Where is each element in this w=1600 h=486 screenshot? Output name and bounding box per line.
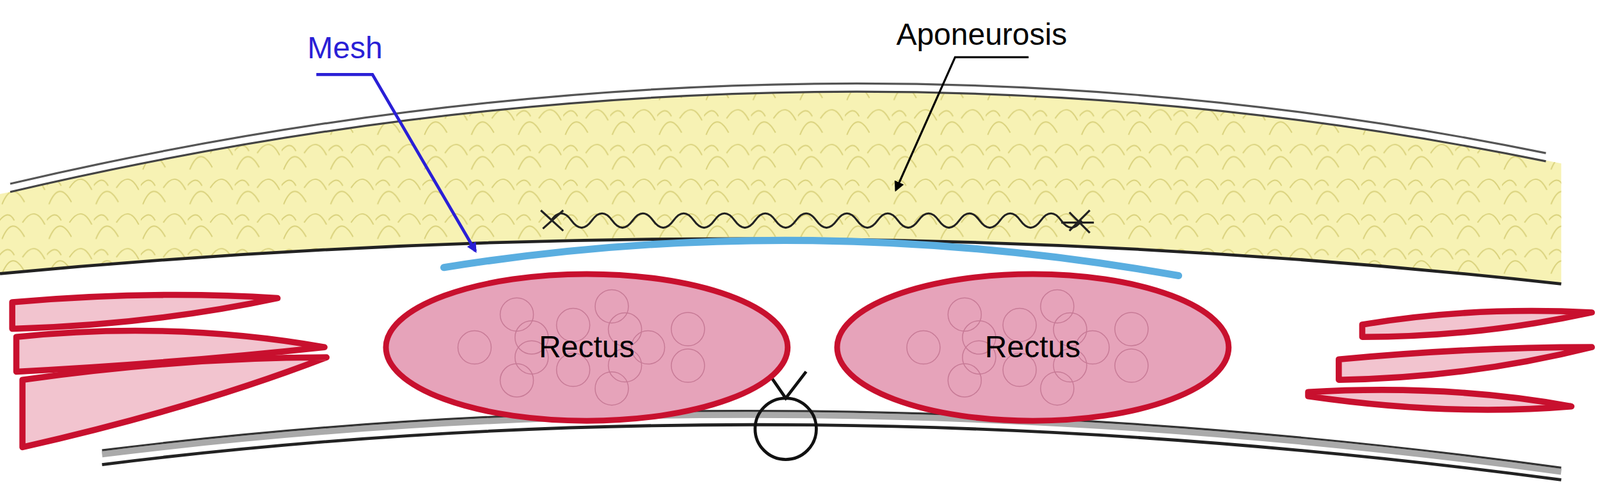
mesh — [444, 240, 1179, 276]
muscle-fibre — [947, 362, 982, 397]
rectus-muscle: Rectus — [382, 270, 792, 424]
peritoneum-line — [101, 424, 1561, 480]
muscle-fibre — [906, 330, 941, 364]
muscle-name: Rectus — [984, 330, 1081, 365]
muscle-fibre — [595, 371, 629, 405]
muscle-fibre — [671, 348, 705, 383]
skin-line — [10, 83, 1547, 184]
muscle-ellipse — [837, 273, 1229, 421]
leader-line — [316, 74, 476, 251]
fat-layer — [0, 92, 1561, 284]
fat-texture — [0, 92, 1561, 284]
muscle-fibre — [1114, 312, 1149, 346]
muscle-fibre — [595, 289, 629, 323]
lateral-muscles — [1308, 311, 1592, 410]
aponeurosis-label: Aponeurosis — [896, 17, 1067, 52]
muscle-ellipse — [385, 273, 788, 420]
muscle-name: Rectus — [538, 330, 635, 365]
muscle-fibre — [631, 330, 665, 364]
muscle-fibre — [499, 297, 534, 331]
muscle-fibre — [499, 362, 534, 397]
rectus-muscle: Rectus — [833, 270, 1232, 424]
fascia-line — [0, 238, 1561, 284]
suture — [551, 213, 1082, 228]
midline-knot — [755, 398, 817, 460]
muscle-fibre — [1040, 289, 1074, 323]
muscle-fibre — [1114, 348, 1149, 383]
suture-knot — [540, 209, 1094, 233]
mesh-label: Mesh — [307, 31, 383, 66]
leader-line — [896, 56, 1029, 190]
muscle-fibre — [457, 330, 491, 364]
lateral-muscles — [12, 295, 327, 448]
posterior-sheath — [101, 410, 1561, 468]
muscle-fibre — [1040, 371, 1074, 405]
muscle-fibre — [1075, 330, 1110, 364]
muscle-fibre — [947, 297, 982, 331]
muscle-fibre — [671, 312, 705, 346]
skin-line — [10, 91, 1547, 192]
